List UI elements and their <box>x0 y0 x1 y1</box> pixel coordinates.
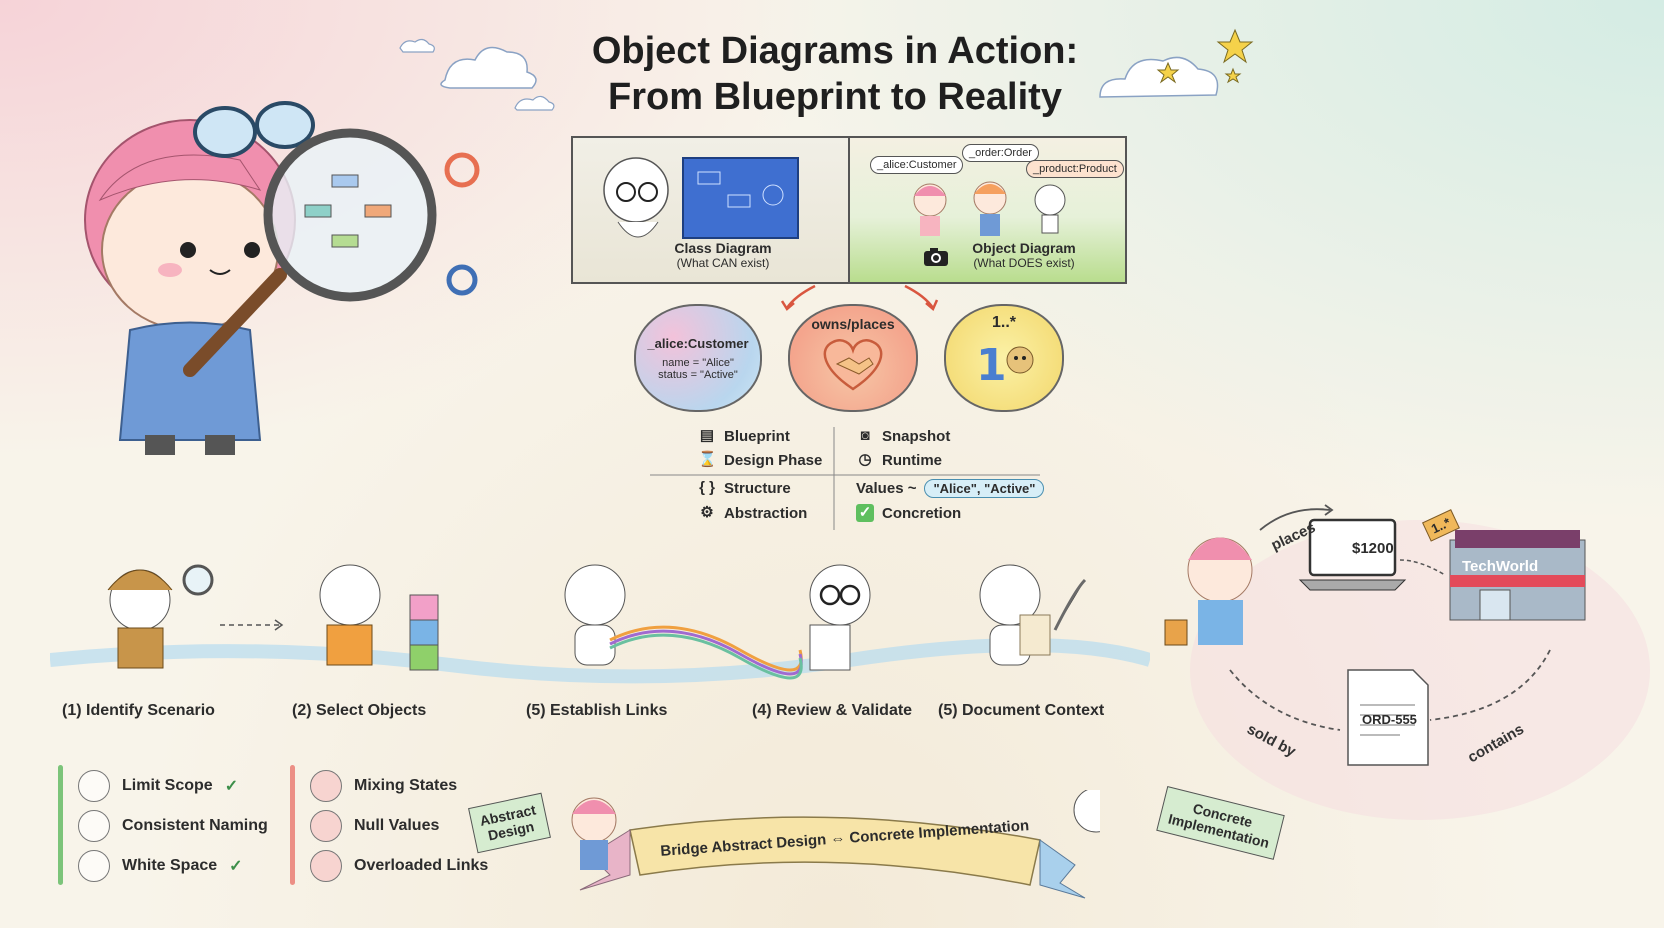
worried-face-icon <box>310 770 342 802</box>
process-flow-illustration <box>50 564 1150 684</box>
object-diagram-panel: _alice:Customer _order:Order _product:Pr… <box>850 138 1125 282</box>
practice-white-space: White Space✓ <box>78 850 243 882</box>
object-diagram-sub: (What DOES exist) <box>973 256 1075 270</box>
smiley-face-icon <box>78 850 110 882</box>
clouds-left-decoration <box>399 38 555 111</box>
pitfall-overloaded-links: Overloaded Links <box>310 850 488 882</box>
gear-icon: ⚙ <box>700 504 714 521</box>
class-diagram-panel: Class Diagram (What CAN exist) <box>573 138 850 282</box>
step-identify-scenario: (1) Identify Scenario <box>62 702 215 719</box>
smiley-face-icon <box>78 810 110 842</box>
legend-grid-lines <box>650 427 1040 530</box>
legend-runtime: ◷Runtime <box>856 451 942 469</box>
panel-arrows <box>780 284 939 312</box>
title-line-1: Object Diagrams in Action: <box>591 30 1079 72</box>
abstract-design-flag: Abstract Design <box>468 792 551 854</box>
object-concept-attr-name: name = "Alice" <box>662 357 734 369</box>
clock-icon: ◷ <box>858 451 872 468</box>
legend-design-phase: ⌛Design Phase <box>698 451 823 469</box>
comparison-panel: Class Diagram (What CAN exist) _alice:Cu… <box>571 136 1127 284</box>
checkbox-icon: ✓ <box>856 504 874 522</box>
class-diagram-illustration <box>603 157 799 239</box>
multiplicity-icon: 1 <box>976 340 1034 391</box>
object-diagram-label: Object Diagram <box>972 240 1076 256</box>
object-label-product: _product:Product <box>1026 160 1124 178</box>
object-label-alice: _alice:Customer <box>870 156 964 174</box>
best-practices-bar <box>58 765 63 885</box>
practice-consistent-naming: Consistent Naming <box>78 810 268 842</box>
order-id: ORD-555 <box>1362 712 1417 727</box>
legend-blueprint: ▤Blueprint <box>699 427 790 445</box>
class-diagram-label: Class Diagram <box>674 240 772 256</box>
pitfall-null-values: Null Values <box>310 810 439 842</box>
hourglass-icon: ⌛ <box>698 451 717 468</box>
object-concept-orb: _alice:Customer name = "Alice" status = … <box>634 304 762 412</box>
values-chip: "Alice", "Active" <box>924 479 1045 498</box>
smiley-face-icon <box>78 770 110 802</box>
worried-face-icon <box>310 810 342 842</box>
object-concept-attr-status: status = "Active" <box>658 369 738 381</box>
pitfall-mixing-states: Mixing States <box>310 770 457 802</box>
class-diagram-sub: (What CAN exist) <box>676 256 770 270</box>
detective-girl-illustration <box>84 101 480 455</box>
object-concept-name: _alice:Customer <box>647 336 749 351</box>
class-diagram-caption: Class Diagram (What CAN exist) <box>633 241 813 271</box>
price-tag: $1200 <box>1352 540 1394 557</box>
object-characters-illustration <box>913 181 1066 236</box>
check-icon: ✓ <box>224 778 239 795</box>
step-review-validate: (4) Review & Validate <box>752 702 913 719</box>
camera-icon: ◙ <box>860 427 870 444</box>
clouds-right-decoration <box>1099 28 1254 98</box>
object-diagram-caption: Object Diagram (What DOES exist) <box>934 241 1114 271</box>
object-label-order: _order:Order <box>962 144 1039 162</box>
svg-text:1: 1 <box>976 340 1007 391</box>
blueprint-icon: ▤ <box>699 427 715 444</box>
step-establish-links: (5) Establish Links <box>526 702 668 719</box>
legend-structure: { }Structure <box>699 479 791 497</box>
page-title: Object Diagrams in Action: From Blueprin… <box>500 28 1170 120</box>
step-select-objects: (2) Select Objects <box>292 702 427 719</box>
multiplicity-concept-orb: 1..* 1 <box>944 304 1064 412</box>
legend-values: Values ~ "Alice", "Active" <box>856 479 1045 498</box>
worried-face-icon <box>310 850 342 882</box>
braces-icon: { } <box>699 479 715 496</box>
legend-snapshot: ◙Snapshot <box>856 427 950 445</box>
heart-handshake-icon <box>823 339 883 391</box>
camera-icon <box>924 248 948 266</box>
link-concept-label: owns/places <box>811 316 895 332</box>
step-document-context: (5) Document Context <box>938 702 1105 719</box>
banner-ribbon-illustration <box>571 790 1100 899</box>
title-line-2: From Blueprint to Reality <box>608 76 1062 118</box>
legend-concretion: ✓Concretion <box>856 504 961 522</box>
practice-limit-scope: Limit Scope✓ <box>78 770 238 802</box>
pitfalls-bar <box>290 765 295 885</box>
multiplicity-concept-label: 1..* <box>991 314 1016 331</box>
purchase-scenario-illustration <box>1164 504 1650 820</box>
check-icon: ✓ <box>229 858 243 875</box>
link-concept-orb: owns/places <box>788 304 918 412</box>
legend-abstraction: ⚙Abstraction <box>698 504 807 522</box>
store-sign: TechWorld <box>1462 558 1539 575</box>
